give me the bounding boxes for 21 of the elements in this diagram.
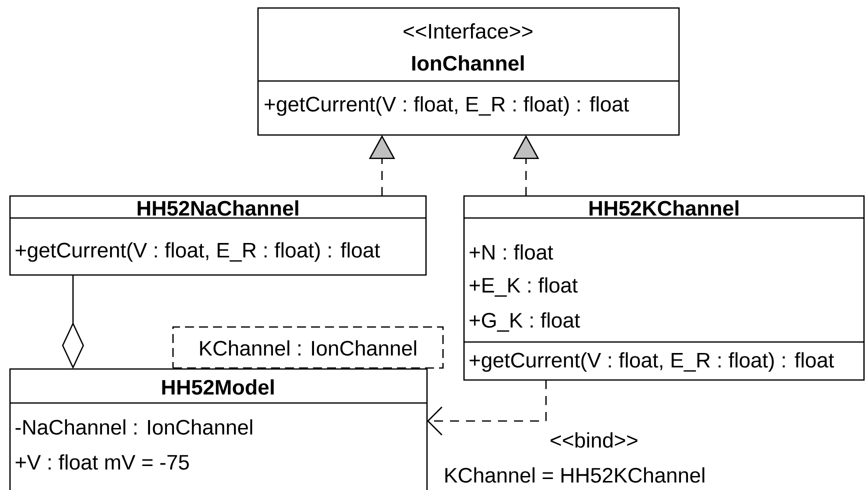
class-name: HH52KChannel xyxy=(590,200,738,216)
edge-label: <<bind>> xyxy=(548,431,640,449)
stereotype-label: <<Interface>> xyxy=(404,23,532,39)
operation-text: +getCurrent(V : float, E_R : float) : float xyxy=(264,96,629,116)
attribute-text: +G_K : float xyxy=(470,312,580,332)
template-parameter: KChannel : IonChannel xyxy=(200,340,416,356)
operation-text: +getCurrent(V : float, E_R : float) : float xyxy=(470,352,834,372)
attribute-text: +V : float mV = -75 xyxy=(16,454,189,470)
operation-text: +getCurrent(V : float, E_R : float) : float xyxy=(16,242,380,262)
interface-box xyxy=(257,7,680,136)
class-name: HH52NaChannel xyxy=(138,200,298,216)
dependency-arrow xyxy=(427,380,547,436)
class-box xyxy=(9,368,428,490)
class-name: HH52Model xyxy=(162,379,274,395)
attribute-text: +N : float xyxy=(470,244,554,260)
attribute-text: -NaChannel : IonChannel xyxy=(16,419,252,435)
class-name: IonChannel xyxy=(412,55,524,71)
class-box xyxy=(463,195,865,381)
template-parameter-box xyxy=(172,326,444,369)
class-box xyxy=(9,195,427,276)
attribute-text: +E_K : float xyxy=(470,277,578,297)
